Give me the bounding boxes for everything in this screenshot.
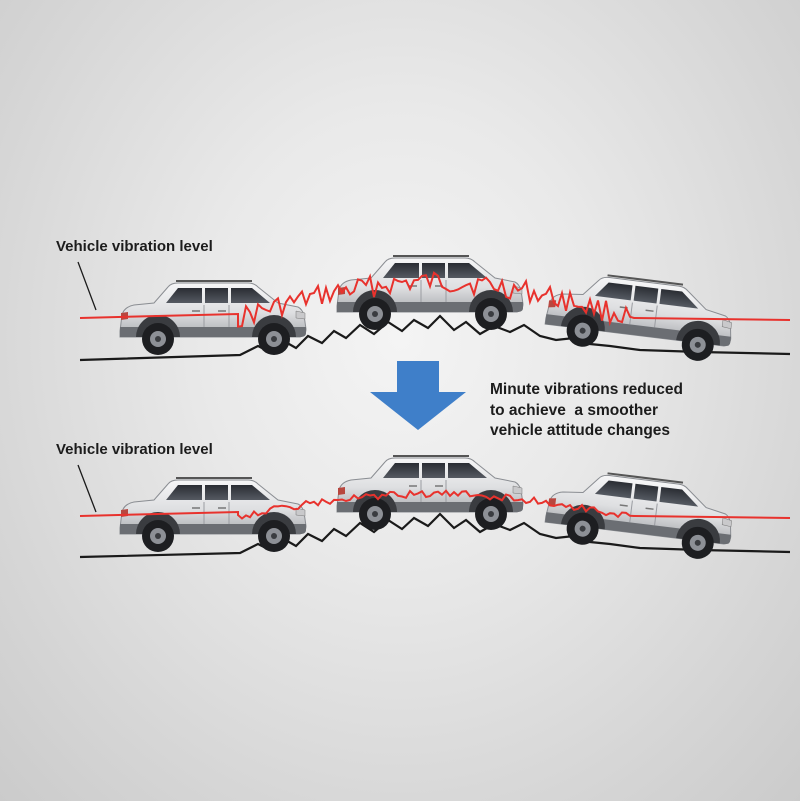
caption-line-2: to achieve a smoother [490, 401, 658, 419]
down-arrow-icon [370, 361, 466, 430]
label-leader-line-top [77, 261, 97, 311]
caption-text: Minute vibrations reduced to achieve a s… [490, 380, 790, 442]
vibration-line-reduced [79, 489, 791, 520]
caption-line-1: Minute vibrations reduced [490, 381, 683, 398]
suv-vehicle-icon [119, 280, 307, 356]
vibration-line-high [79, 271, 791, 328]
caption-line-3: vehicle attitude changes [490, 422, 671, 439]
suv-vehicle-icon [336, 255, 524, 331]
vibration-label-bottom: Vehicle vibration level [56, 441, 213, 458]
vibration-label-top: Vehicle vibration level [56, 238, 213, 255]
label-leader-line-bottom [77, 464, 97, 513]
suv-vehicle-icon [336, 455, 524, 531]
